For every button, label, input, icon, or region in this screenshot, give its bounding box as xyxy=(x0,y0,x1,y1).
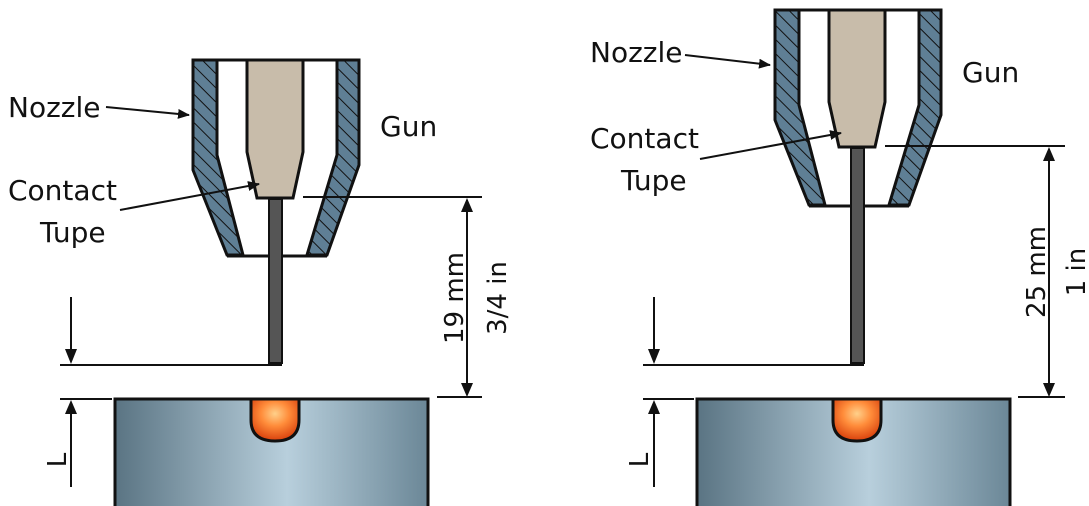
gun-label: Gun xyxy=(962,56,1019,89)
dim-arrow-down xyxy=(1043,383,1055,397)
arc-arrow-down xyxy=(648,349,660,364)
contact-tube xyxy=(827,8,887,149)
nozzle-left-wall xyxy=(191,58,245,257)
contact-label-line2: Tupe xyxy=(39,216,106,249)
left-diagram: Nozzle Gun Contact Tupe 19 mm 3/4 in L xyxy=(8,58,513,506)
weld-pool xyxy=(831,397,883,443)
contact-leader-arrow xyxy=(699,130,842,160)
gun-label: Gun xyxy=(380,110,437,143)
dim-arrow-up xyxy=(1043,147,1055,161)
contact-label-line1: Contact xyxy=(8,174,117,207)
dim-in-label: 3/4 in xyxy=(483,261,513,335)
electrode-wire xyxy=(268,198,283,364)
arc-arrow-up xyxy=(648,400,660,414)
dim-arrow-up xyxy=(461,198,473,212)
arc-arrow-down xyxy=(65,349,77,364)
dim-arrow-down xyxy=(461,383,473,397)
nozzle-label: Nozzle xyxy=(590,36,682,69)
electrode-wire xyxy=(850,147,865,364)
contact-leader-arrow xyxy=(119,181,260,211)
nozzle-right-wall xyxy=(304,58,361,257)
contact-label-line2: Tupe xyxy=(620,164,687,197)
nozzle-right-wall xyxy=(886,8,943,207)
right-diagram: Nozzle Gun Contact Tupe 25 mm 1 in L xyxy=(590,8,1089,506)
nozzle-leader-arrow xyxy=(105,106,190,119)
weld-pool xyxy=(249,397,301,443)
nozzle-label: Nozzle xyxy=(8,91,100,124)
nozzle-leader-arrow xyxy=(684,54,771,69)
dim-in-label: 1 in xyxy=(1062,248,1089,297)
nozzle-left-wall xyxy=(773,8,827,207)
arc-arrow-up xyxy=(65,400,77,414)
contact-tube xyxy=(245,58,305,200)
arc-length-label: L xyxy=(43,452,73,467)
dim-mm-label: 19 mm xyxy=(440,252,470,344)
contact-label-line1: Contact xyxy=(590,122,699,155)
arc-length-label: L xyxy=(625,452,655,467)
dim-mm-label: 25 mm xyxy=(1022,226,1052,318)
